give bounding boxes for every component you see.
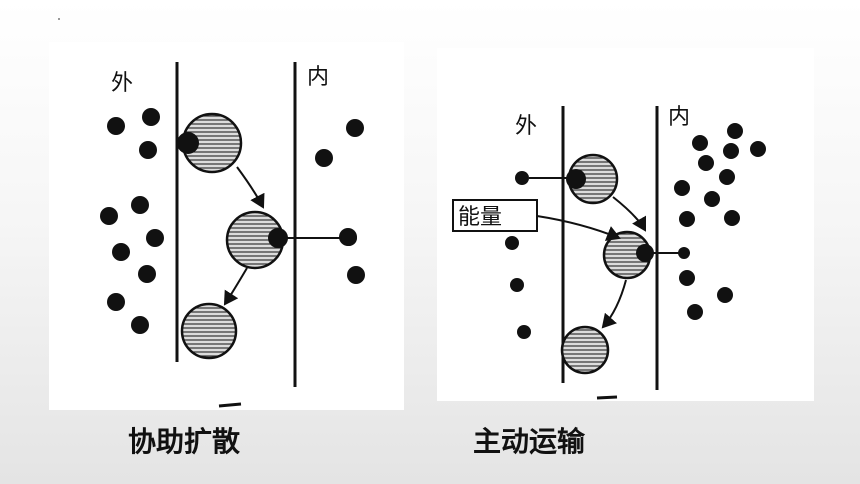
molecule — [131, 196, 149, 214]
active-transport-panel: 外 内 能量 — [437, 48, 814, 401]
molecule — [698, 155, 714, 171]
molecule — [687, 304, 703, 320]
molecule — [107, 293, 125, 311]
slide-dot — [58, 18, 60, 20]
molecule — [100, 207, 118, 225]
inside-molecules — [674, 123, 766, 320]
carrier-protein-bottom — [180, 302, 238, 360]
facilitated-diffusion-panel: 外 内 — [49, 42, 404, 410]
energy-label-box — [452, 199, 538, 232]
outside-molecules — [505, 171, 531, 339]
arrow-icon — [236, 166, 265, 209]
molecule — [692, 135, 708, 151]
molecule — [131, 316, 149, 334]
molecule — [679, 270, 695, 286]
molecule — [107, 117, 125, 135]
arrow-icon — [612, 196, 646, 232]
molecule — [704, 191, 720, 207]
molecule — [138, 265, 156, 283]
outside-molecules — [100, 108, 164, 334]
molecule — [723, 143, 739, 159]
molecule — [515, 171, 529, 185]
molecule — [347, 266, 365, 284]
membrane-tick — [596, 395, 618, 400]
carrier-protein-bottom — [560, 325, 610, 375]
molecule — [505, 236, 519, 250]
active-transport-diagram: 外 内 能量 — [452, 105, 766, 400]
inside-label: 内 — [668, 105, 690, 130]
molecule — [139, 141, 157, 159]
inside-label: 内 — [307, 65, 329, 90]
arrow-icon — [601, 279, 627, 329]
molecule — [112, 243, 130, 261]
molecule — [717, 287, 733, 303]
molecule — [315, 149, 333, 167]
molecule — [727, 123, 743, 139]
molecule — [719, 169, 735, 185]
carrier-protein-top — [177, 112, 243, 174]
inside-molecules — [315, 119, 365, 284]
molecule — [679, 211, 695, 227]
molecule — [510, 278, 524, 292]
carrier-protein-middle — [225, 210, 288, 270]
energy-label: 能量 — [458, 205, 502, 230]
arrow-icon — [223, 267, 248, 306]
molecule — [346, 119, 364, 137]
molecule — [146, 229, 164, 247]
membrane-tick — [218, 402, 242, 408]
molecule — [724, 210, 740, 226]
molecule — [517, 325, 531, 339]
released-molecule — [678, 247, 690, 259]
facilitated-diffusion-caption: 协助扩散 — [128, 425, 241, 458]
released-molecule — [341, 230, 357, 246]
active-transport-caption: 主动运输 — [473, 425, 586, 458]
molecule — [750, 141, 766, 157]
energy-arrow-icon — [536, 215, 621, 241]
molecule — [142, 108, 160, 126]
outside-label: 外 — [111, 71, 133, 96]
outside-label: 外 — [515, 114, 537, 139]
molecule — [674, 180, 690, 196]
facilitated-diffusion-diagram: 外 内 — [100, 62, 365, 408]
carrier-protein-middle — [602, 230, 654, 280]
